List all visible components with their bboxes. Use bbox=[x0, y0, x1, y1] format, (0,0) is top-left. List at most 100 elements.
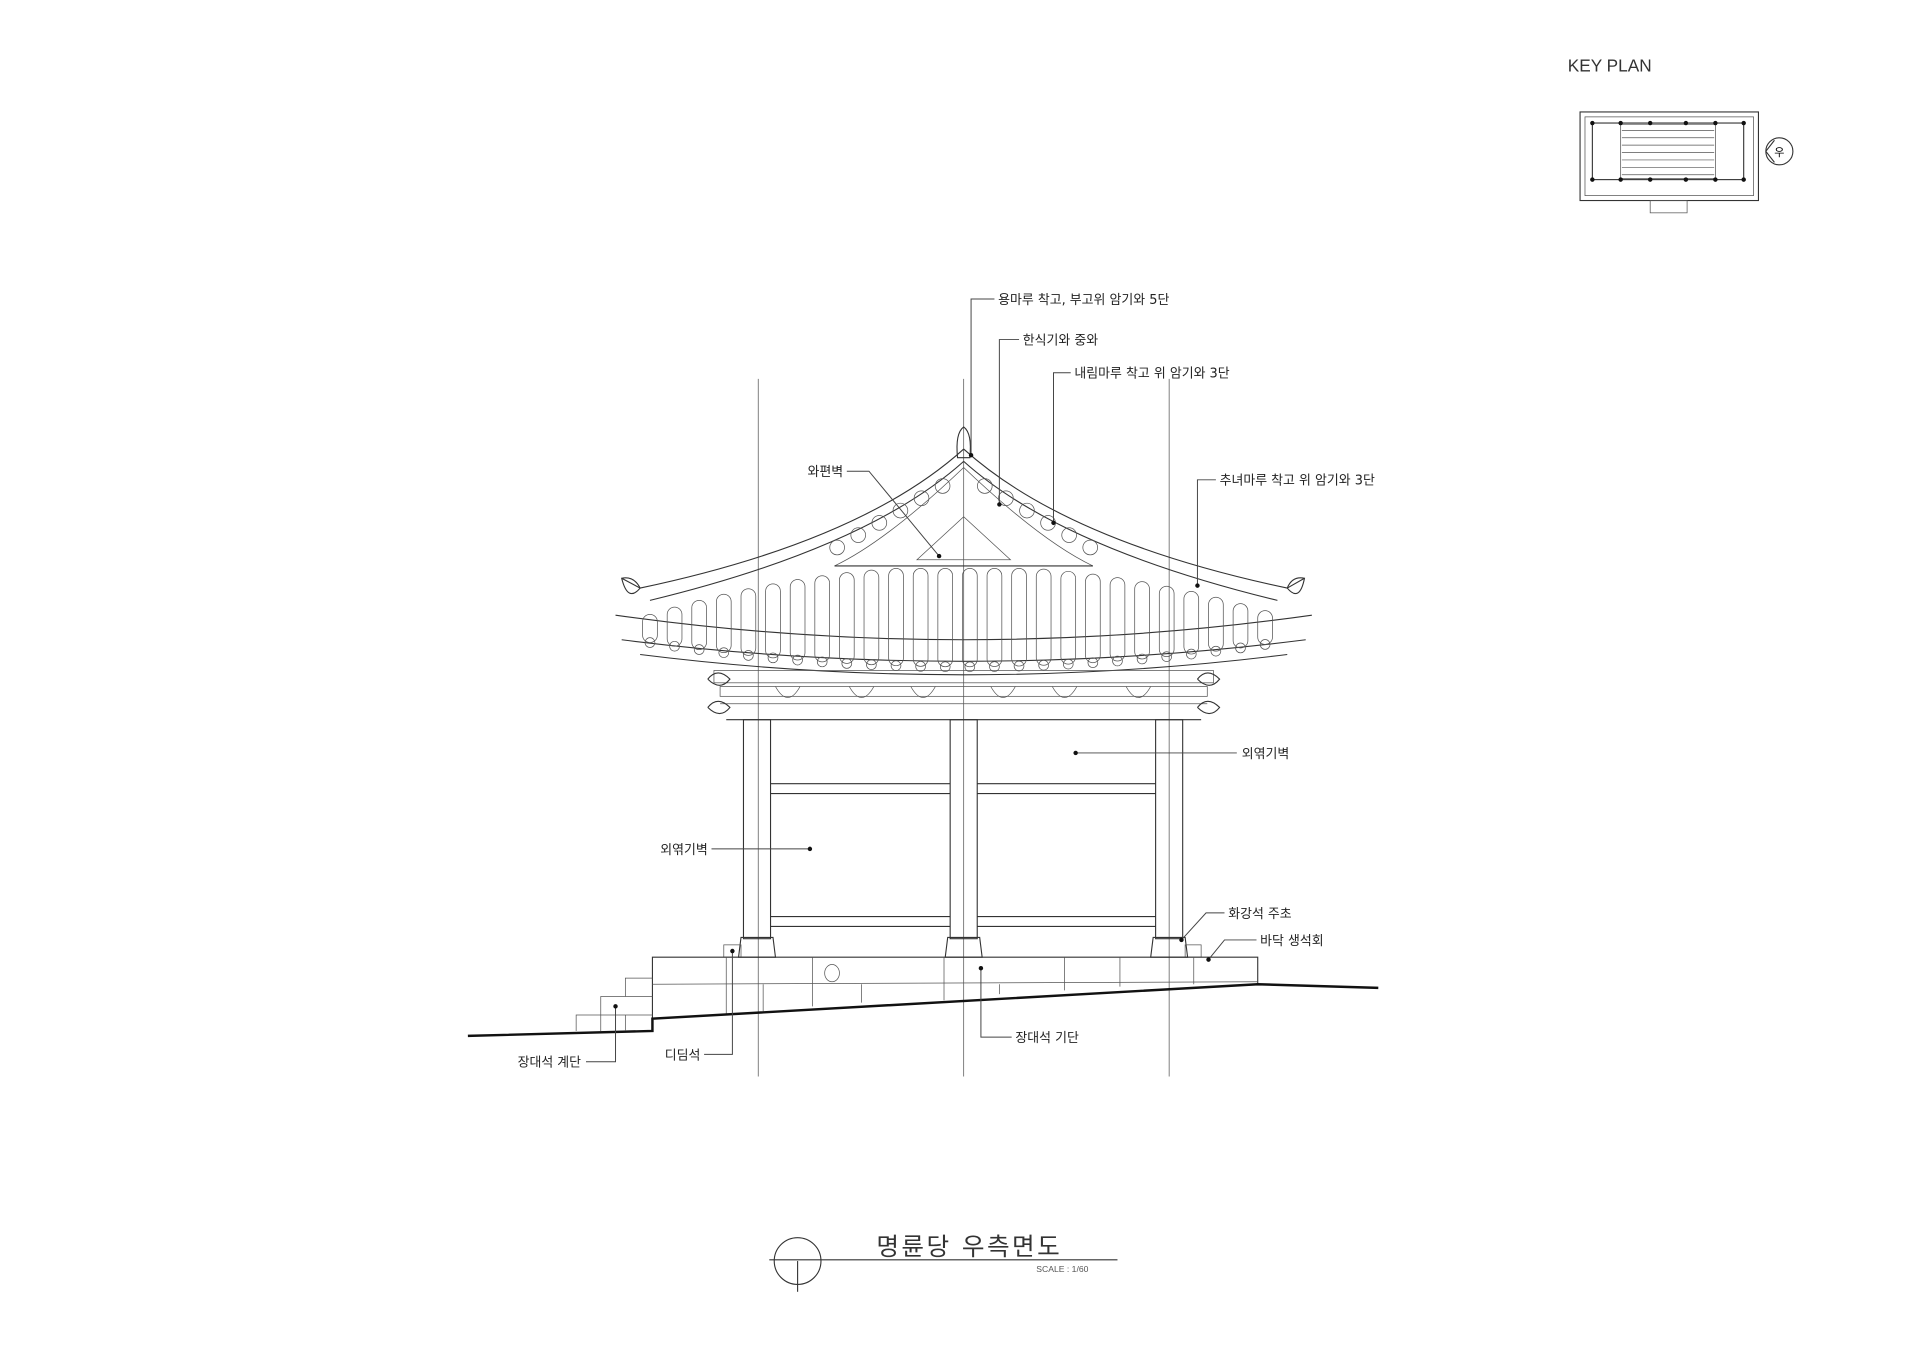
roof-tile bbox=[716, 593, 732, 654]
tile-end bbox=[989, 661, 1000, 672]
ridge-tile bbox=[1082, 539, 1098, 556]
drawing-title: 명륜당 우측면도 bbox=[876, 1232, 1062, 1261]
column-mark bbox=[1683, 177, 1689, 182]
roof-tile bbox=[986, 568, 1003, 667]
walls bbox=[723, 719, 1202, 958]
roof-tile bbox=[1085, 573, 1101, 664]
title-block: 명륜당 우측면도 SCALE : 1/60 bbox=[769, 1232, 1118, 1292]
column-mark bbox=[1647, 177, 1653, 182]
tile-end bbox=[1161, 651, 1172, 662]
roof bbox=[615, 426, 1312, 676]
column-mark bbox=[1618, 120, 1623, 126]
tile-end bbox=[1210, 645, 1222, 657]
ridge-tile bbox=[892, 502, 909, 519]
tile-end bbox=[1136, 653, 1148, 665]
axis-lines bbox=[757, 378, 1170, 1077]
label-wall-right: 외엮기벽 bbox=[1242, 747, 1289, 762]
roof-tile bbox=[691, 600, 707, 650]
label-stairs: 장대석 계단 bbox=[518, 1056, 582, 1071]
drawing-scale: SCALE : 1/60 bbox=[1036, 1264, 1088, 1274]
tile-end bbox=[669, 640, 680, 652]
tile-end bbox=[866, 659, 877, 671]
tile-end bbox=[816, 656, 828, 668]
roof-tile bbox=[1183, 591, 1200, 655]
roof-tile bbox=[1257, 610, 1273, 645]
bracket-block bbox=[775, 686, 801, 698]
tile-end bbox=[964, 661, 976, 673]
bracket-block bbox=[990, 686, 1016, 698]
ridge-tile bbox=[871, 515, 888, 531]
roof-tile bbox=[1158, 585, 1175, 658]
roof-tile bbox=[912, 568, 929, 667]
tile-end bbox=[743, 650, 754, 661]
roof-tile bbox=[642, 614, 658, 643]
tile-end bbox=[841, 658, 853, 669]
ridge-tile bbox=[1019, 502, 1035, 519]
tile-end bbox=[915, 661, 926, 672]
roof-tile bbox=[863, 569, 880, 666]
label-descending-ridge: 내림마루 착고 위 암기와 3단 bbox=[1074, 367, 1229, 382]
tile-end bbox=[693, 644, 705, 655]
tile-end bbox=[1062, 658, 1074, 670]
tile-end bbox=[1259, 639, 1271, 650]
label-base: 장대석 기단 bbox=[1015, 1031, 1079, 1046]
bracket-block bbox=[1051, 686, 1078, 698]
label-floor: 바닥 생석회 bbox=[1260, 934, 1323, 949]
column-mark bbox=[1741, 177, 1746, 182]
key-plan-direction: 우 bbox=[1774, 146, 1784, 159]
ridge-tile bbox=[850, 527, 866, 543]
roof-tile bbox=[839, 572, 855, 664]
roof-tile bbox=[1109, 577, 1126, 662]
roof-tile bbox=[1011, 568, 1027, 667]
label-step-stone: 디딤석 bbox=[665, 1048, 701, 1063]
column-mark bbox=[1618, 177, 1623, 182]
tile-end bbox=[767, 652, 779, 664]
tile-end bbox=[644, 637, 656, 648]
tile-end bbox=[1112, 655, 1123, 667]
label-wall-left: 외엮기벽 bbox=[660, 843, 708, 858]
tile-end bbox=[1186, 648, 1197, 660]
roof-tile bbox=[1035, 568, 1052, 666]
stone-base bbox=[467, 956, 1379, 1038]
bracket-block bbox=[910, 686, 936, 698]
ridge-tile bbox=[1061, 527, 1077, 543]
bracket-block bbox=[848, 686, 875, 698]
column-mark bbox=[1713, 120, 1718, 126]
column-mark bbox=[1713, 177, 1718, 182]
column-mark bbox=[1741, 120, 1746, 126]
column-mark bbox=[1683, 120, 1689, 126]
roof-tile bbox=[1134, 581, 1150, 660]
tile-end bbox=[1235, 642, 1246, 654]
tile-end bbox=[1013, 660, 1025, 672]
roof-tile bbox=[814, 575, 830, 663]
tile-end bbox=[1087, 657, 1099, 668]
column-mark bbox=[1590, 177, 1595, 182]
column-mark bbox=[1647, 120, 1653, 126]
roof-tile bbox=[789, 579, 806, 661]
column-mark bbox=[1590, 120, 1595, 126]
bracket-block bbox=[1125, 686, 1152, 698]
roof-tile bbox=[740, 588, 757, 656]
label-hip-ridge: 추녀마루 착고 위 암기와 3단 bbox=[1220, 474, 1375, 489]
roof-tile bbox=[888, 568, 904, 667]
ridge-tile bbox=[913, 490, 930, 507]
tile-end bbox=[939, 661, 951, 673]
roof-tile bbox=[1232, 603, 1249, 649]
roof-tile bbox=[1060, 570, 1077, 665]
label-gable-wall: 와편벽 bbox=[807, 465, 843, 480]
roof-tile bbox=[962, 568, 978, 668]
key-plan-title: KEY PLAN bbox=[1568, 55, 1652, 75]
ridge-tile bbox=[998, 490, 1014, 507]
roof-tile bbox=[765, 583, 781, 659]
ridge-tile bbox=[934, 478, 951, 494]
key-plan: 우 bbox=[1579, 111, 1794, 214]
label-ridge: 용마루 착고, 부고위 암기와 5단 bbox=[998, 293, 1169, 308]
roof-tile bbox=[937, 568, 953, 668]
label-tile: 한식기와 중와 bbox=[1023, 333, 1098, 348]
brackets bbox=[707, 670, 1221, 721]
label-plinth: 화강석 주초 bbox=[1228, 907, 1292, 922]
ridge-tile bbox=[829, 539, 845, 556]
tile-end bbox=[792, 654, 803, 666]
tile-end bbox=[718, 647, 730, 658]
